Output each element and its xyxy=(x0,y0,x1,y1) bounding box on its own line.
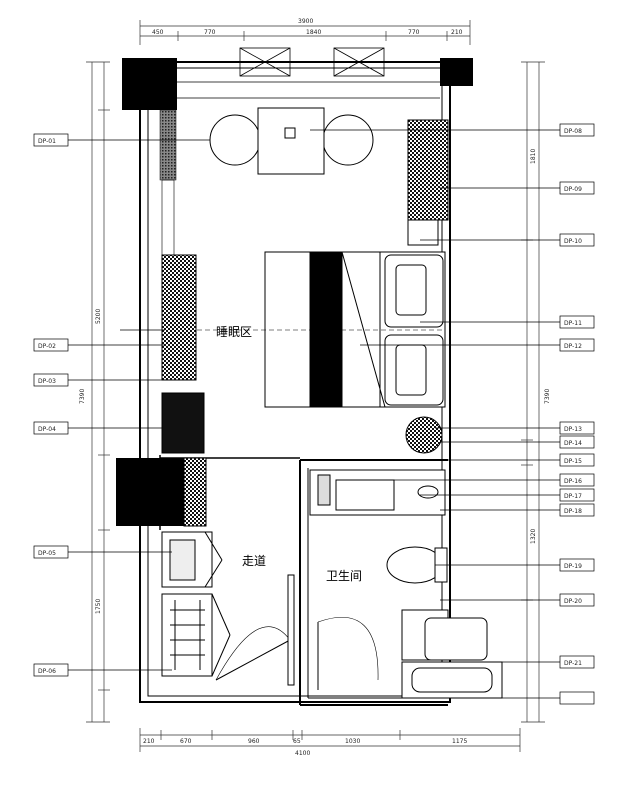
dim-right-lower: 1320 xyxy=(530,529,537,544)
entry-cabinet xyxy=(183,457,207,527)
dim-top-seg-4: 770 xyxy=(408,29,420,36)
tv-cabinet xyxy=(161,254,197,381)
tag-right-1: DP-08 xyxy=(564,128,582,135)
tag-right-9: DP-16 xyxy=(564,478,582,485)
room-label-bedroom: 睡眠区 xyxy=(216,325,253,339)
tag-right-11: DP-18 xyxy=(564,508,582,515)
right-dimension-lines xyxy=(521,61,545,723)
left-dimension-lines xyxy=(86,61,110,723)
dim-bottom-seg-4: 65 xyxy=(293,738,301,745)
tag-right-12: DP-19 xyxy=(564,563,582,570)
tag-right-7: DP-14 xyxy=(564,440,582,447)
dim-top-seg-5: 210 xyxy=(451,29,463,36)
bottom-dimension-lines xyxy=(139,728,521,752)
wardrobe-top-right xyxy=(407,119,449,221)
room-label-bathroom: 卫生间 xyxy=(326,569,363,583)
dining-table xyxy=(209,107,374,175)
dim-left-total: 7390 xyxy=(79,389,86,404)
tag-right-5: DP-12 xyxy=(564,343,582,350)
column-top-right xyxy=(440,58,473,86)
tag-right-13: DP-20 xyxy=(564,598,582,605)
dim-left-lower: 1750 xyxy=(95,599,102,614)
tag-left-6: DP-06 xyxy=(38,668,56,675)
bed xyxy=(264,251,446,408)
left-tags xyxy=(33,133,69,677)
cabinet-right xyxy=(407,219,439,246)
dim-bottom-seg-2: 670 xyxy=(180,738,192,745)
column-top-left xyxy=(122,58,177,110)
left-leader-lines xyxy=(68,139,210,671)
tag-right-4: DP-11 xyxy=(564,320,582,327)
tag-left-5: DP-05 xyxy=(38,550,56,557)
round-side-table xyxy=(405,416,443,454)
dim-top-seg-2: 770 xyxy=(204,29,216,36)
entry-door xyxy=(215,574,295,686)
tag-left-1: DP-01 xyxy=(38,138,56,145)
top-dimension-lines xyxy=(139,20,471,45)
room-label-corridor: 走道 xyxy=(242,554,267,568)
tag-left-4: DP-04 xyxy=(38,426,56,433)
desk-block xyxy=(161,392,205,454)
column-mid-left xyxy=(116,458,184,526)
tag-right-14: DP-21 xyxy=(564,660,582,667)
tag-right-10: DP-17 xyxy=(564,493,582,500)
window-units xyxy=(177,47,440,99)
right-tags xyxy=(559,123,595,705)
dim-top-total: 3900 xyxy=(298,18,313,25)
dim-bottom-seg-1: 210 xyxy=(143,738,155,745)
corridor-wardrobes xyxy=(161,531,231,677)
tag-right-6: DP-13 xyxy=(564,426,582,433)
dim-bottom-total: 4100 xyxy=(295,750,310,757)
wall-panel-left xyxy=(161,179,175,256)
tag-left-2: DP-02 xyxy=(38,343,56,350)
dim-top-seg-1: 450 xyxy=(152,29,164,36)
dim-bottom-seg-3: 960 xyxy=(248,738,260,745)
tag-right-8: DP-15 xyxy=(564,458,582,465)
dim-right-total: 7390 xyxy=(544,389,551,404)
dim-right-upper: 1810 xyxy=(530,149,537,164)
dim-bottom-seg-5: 1030 xyxy=(345,738,360,745)
dim-top-seg-3: 1840 xyxy=(306,29,321,36)
curtain-left xyxy=(159,109,177,181)
dim-bottom-seg-6: 1175 xyxy=(452,738,467,745)
tag-right-3: DP-10 xyxy=(564,238,582,245)
tag-left-3: DP-03 xyxy=(38,378,56,385)
bathroom-fixtures xyxy=(309,469,503,699)
right-leader-lines xyxy=(310,129,560,699)
tag-right-2: DP-09 xyxy=(564,186,582,193)
dim-left-overall: 5200 xyxy=(95,309,102,324)
